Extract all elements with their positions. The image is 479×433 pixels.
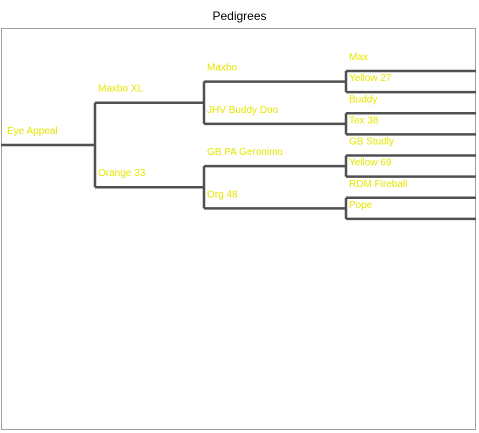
pedigree-name: Tex 38	[349, 115, 379, 126]
pedigree-name: GB Studly	[349, 137, 394, 148]
pedigree-name: Org 48	[207, 189, 238, 200]
pedigree-name: Yellow 69	[349, 158, 392, 169]
pedigree-name: Eye Appeal	[7, 126, 58, 137]
plot-frame	[1, 28, 476, 430]
pedigree-name: Buddy	[349, 94, 377, 105]
chart-title: Pedigrees	[212, 9, 267, 23]
pedigree-name: Orange 33	[98, 168, 146, 179]
pedigree-name: Max	[349, 52, 368, 63]
pedigree-name: GB PA Geronimo	[207, 147, 283, 158]
pedigree-name: Maxbo	[207, 63, 237, 74]
pedigree-name: RDM Fireball	[349, 179, 407, 190]
pedigree-name: JHV Buddy Doo	[207, 105, 279, 116]
pedigree-name: Pope	[349, 200, 373, 211]
pedigree-name: Yellow 27	[349, 73, 392, 84]
pedigree-name: Maxbo XL	[98, 84, 143, 95]
